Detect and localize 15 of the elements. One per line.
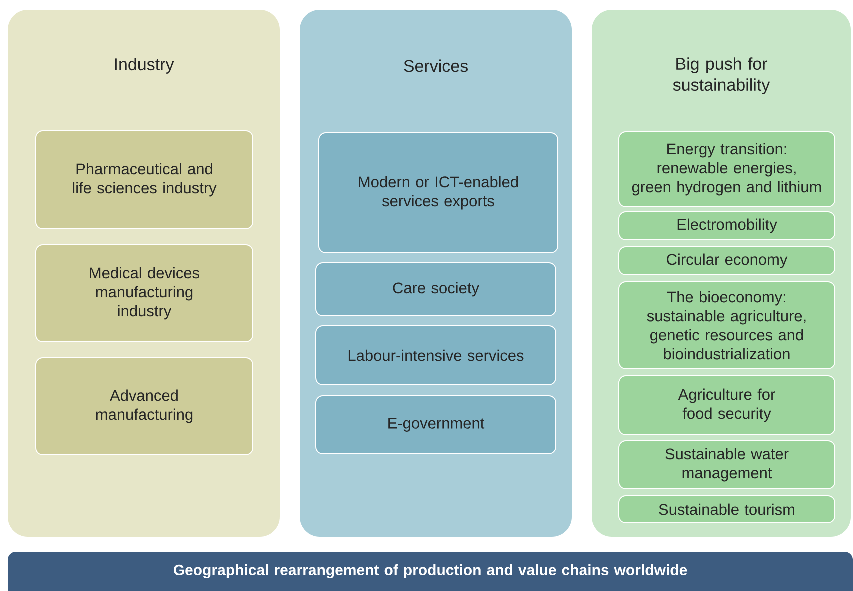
sector-box: Modern or ICT-enabled services exports xyxy=(318,132,558,254)
sector-box: The bioeconomy: sustainable agriculture, genetic resources and bioindustrialization xyxy=(618,282,836,370)
sector-box: Labour-intensive services xyxy=(316,326,556,386)
sector-box: Pharmaceutical and life sciences industry xyxy=(36,130,254,230)
sector-box: Sustainable tourism xyxy=(618,496,836,524)
sector-box: Medical devices manufacturing industry xyxy=(36,244,254,342)
sector-box: E-government xyxy=(316,396,556,454)
sector-box: Energy transition: renewable energies, green hydrogen and lithium xyxy=(618,132,836,208)
sector-box: Sustainable water management xyxy=(618,440,836,490)
sector-box: Electromobility xyxy=(618,212,836,240)
sector-box: Agriculture for food security xyxy=(618,376,836,436)
banner: Geographical rearrangement of production and value chains worldwide xyxy=(8,552,853,591)
sector-box: Advanced manufacturing xyxy=(36,358,254,456)
sector-box: Care society xyxy=(316,262,556,316)
sector-box: Circular economy xyxy=(618,246,836,276)
